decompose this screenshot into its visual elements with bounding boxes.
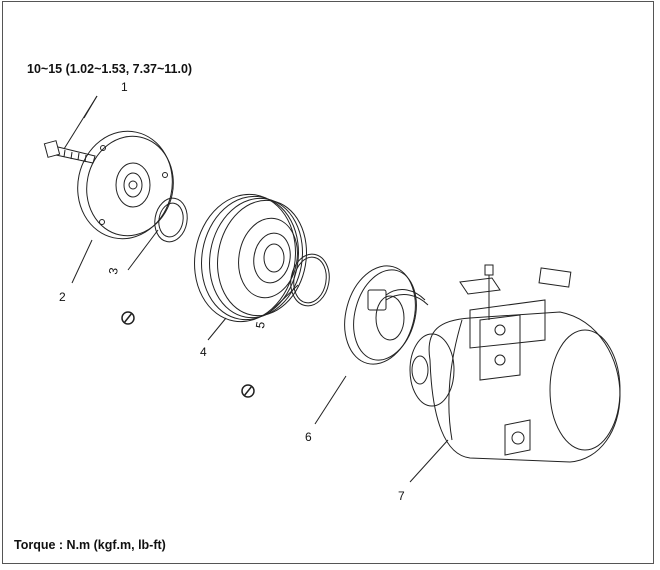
diagram-frame — [2, 1, 654, 564]
compressor-part-7 — [409, 264, 621, 463]
snap-ring-part-5 — [290, 253, 330, 307]
pulley-part-4 — [194, 193, 307, 323]
shim-part-3 — [154, 197, 188, 243]
do-not-reuse-icon — [121, 311, 135, 325]
callout-2: 2 — [59, 290, 66, 304]
torque-units-legend: Torque : N.m (kgf.m, lb-ft) — [14, 538, 166, 552]
callout-6: 6 — [305, 430, 312, 444]
pressure-plate-part-2 — [77, 130, 174, 240]
callout-7: 7 — [398, 489, 405, 503]
do-not-reuse-icon — [241, 384, 255, 398]
field-coil-part-6 — [344, 265, 429, 365]
callout-1: 1 — [121, 80, 128, 94]
leader-lines — [63, 95, 449, 483]
bolt-part-1 — [43, 140, 96, 164]
torque-spec: 10~15 (1.02~1.53, 7.37~11.0) — [27, 62, 193, 76]
callout-4: 4 — [200, 345, 207, 359]
